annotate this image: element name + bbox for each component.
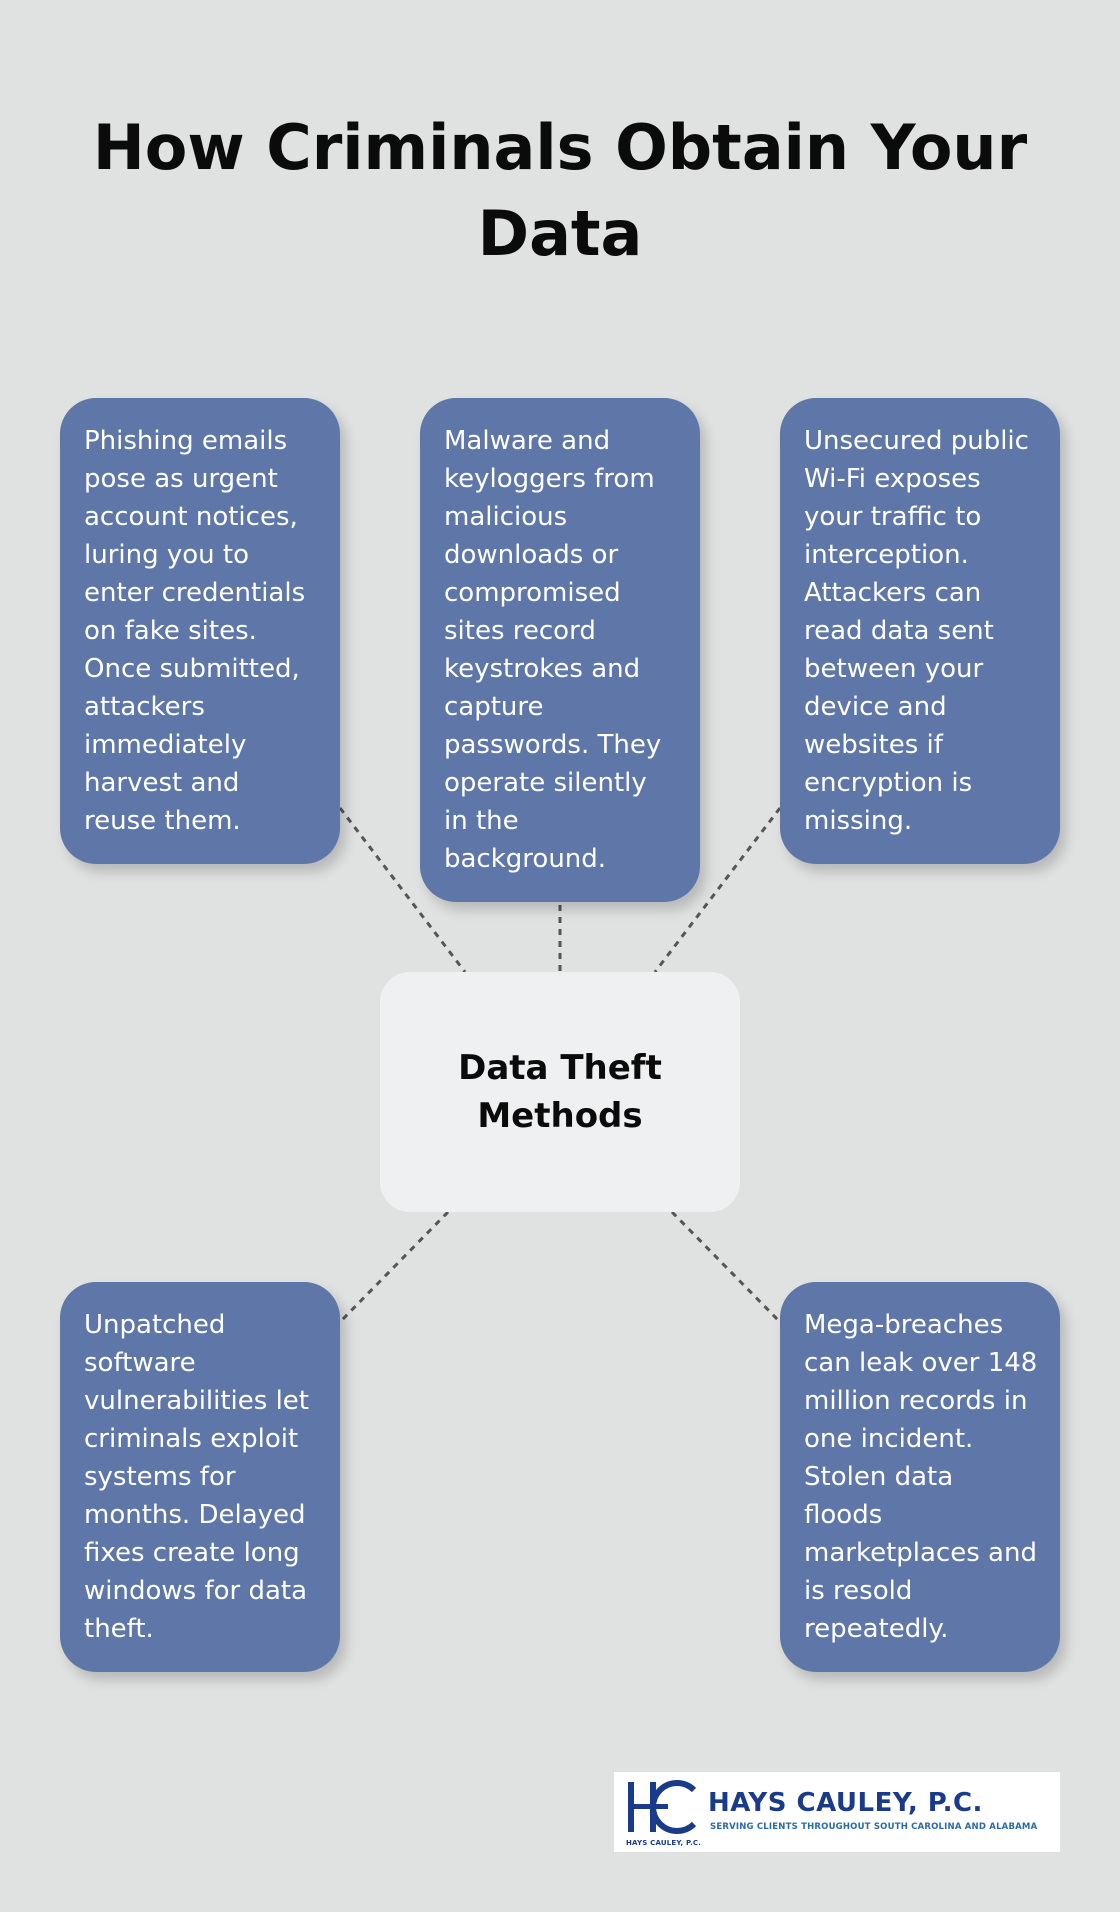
company-logo: HAYS CAULEY, P.C. HAYS CAULEY, P.C. SERV… xyxy=(614,1772,1060,1852)
connector-line-1 xyxy=(338,807,467,973)
page-title: How Criminals Obtain Your Data xyxy=(92,111,1028,270)
method-card-unpatched-software: Unpatched software vulnerabilities let c… xyxy=(60,1282,340,1672)
logo-small-text: HAYS CAULEY, P.C. xyxy=(626,1839,702,1847)
method-card-public-wifi: Unsecured public Wi-Fi exposes your traf… xyxy=(780,398,1060,864)
method-card-mega-breaches: Mega-breaches can leak over 148 million … xyxy=(780,1282,1060,1672)
connector-line-3 xyxy=(653,807,782,973)
method-card-malware: Malware and keyloggers from malicious do… xyxy=(420,398,700,902)
logo-tagline: SERVING CLIENTS THROUGHOUT SOUTH CAROLIN… xyxy=(710,1822,1038,1832)
logo-firm-name: HAYS CAULEY, P.C. xyxy=(708,1788,983,1818)
center-node: Data Theft Methods xyxy=(380,972,740,1212)
method-card-phishing: Phishing emails pose as urgent account n… xyxy=(60,398,340,864)
hc-monogram-icon xyxy=(628,1780,697,1834)
center-label: Data Theft Methods xyxy=(458,1048,662,1136)
connector-line-5 xyxy=(670,1210,782,1324)
connector-line-4 xyxy=(338,1210,450,1324)
